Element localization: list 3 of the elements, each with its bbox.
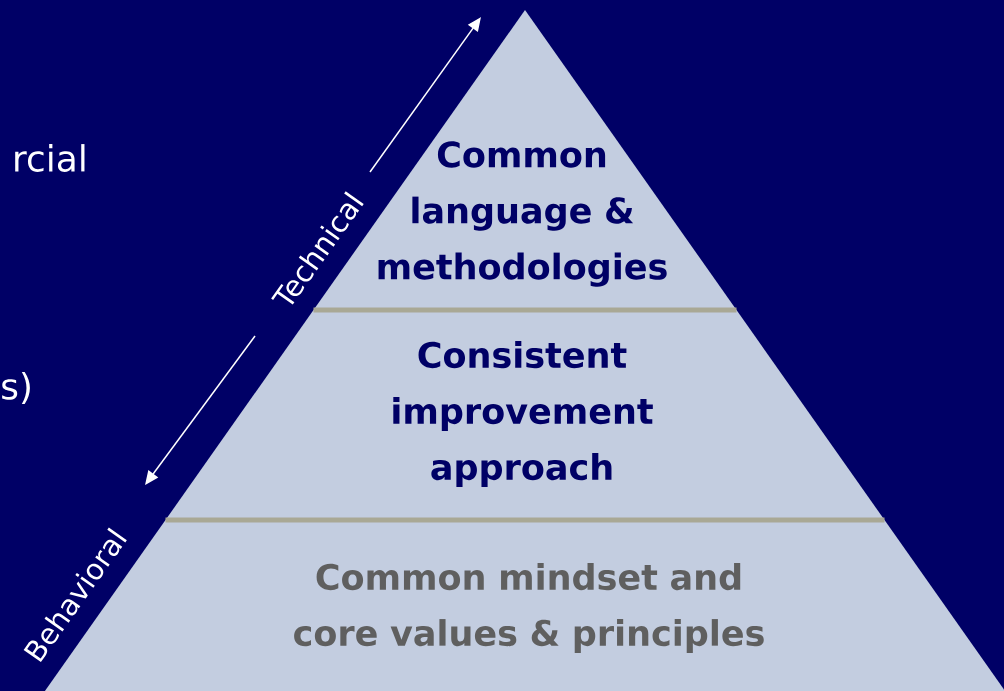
pyramid-layer: Consistent improvement approach <box>165 310 885 520</box>
side-text: s) <box>2 372 30 405</box>
side-text: rcial <box>15 144 85 172</box>
